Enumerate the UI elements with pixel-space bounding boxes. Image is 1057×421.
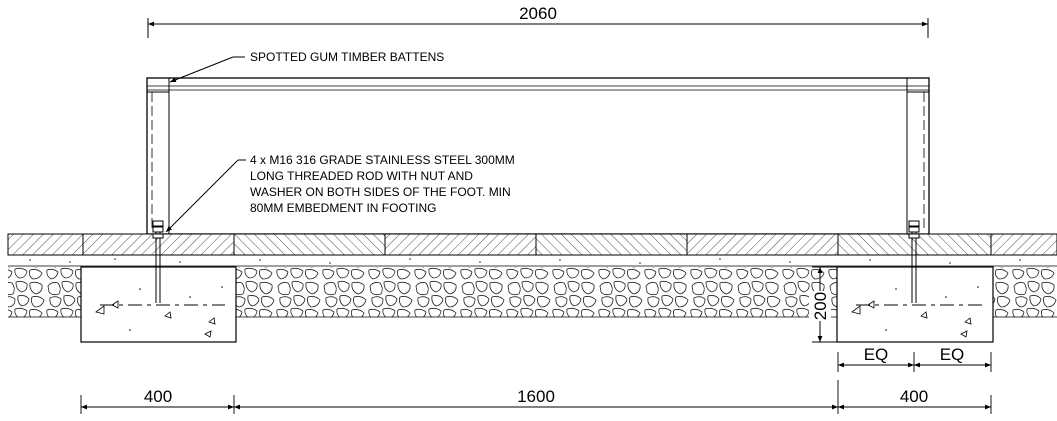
rod-note: 4 x M16 316 GRADE STAINLESS STEEL 300MM … xyxy=(165,153,515,233)
overall-dimension: 2060 xyxy=(147,4,929,38)
rod-note-line-1: 4 x M16 316 GRADE STAINLESS STEEL 300MM xyxy=(250,153,515,167)
rod-note-line-4: 80MM EMBEDMENT IN FOOTING xyxy=(250,201,436,215)
gravel-subbase xyxy=(8,267,1057,318)
battens-note-text: SPOTTED GUM TIMBER BATTENS xyxy=(250,50,444,64)
depth-dimension-label: 200 xyxy=(811,292,830,320)
rod-note-line-3: WASHER ON BOTH SIDES OF THE FOOT. MIN xyxy=(250,185,511,199)
bedding-layer xyxy=(8,258,1057,267)
threaded-rod-left xyxy=(152,220,164,303)
left-footing-dimension-label: 400 xyxy=(144,387,172,406)
equal-dimensions: EQ EQ xyxy=(837,345,992,372)
equal-right-label: EQ xyxy=(940,345,965,364)
paving-layer xyxy=(7,233,1057,256)
middle-span-dimension-label: 1600 xyxy=(517,387,555,406)
bottom-dimensions: 400 1600 400 xyxy=(80,380,992,414)
overall-dimension-label: 2060 xyxy=(519,4,557,23)
footing-left xyxy=(80,266,237,343)
battens-note: SPOTTED GUM TIMBER BATTENS xyxy=(169,50,444,83)
footing-right xyxy=(836,266,994,343)
right-footing-dimension-label: 400 xyxy=(900,387,928,406)
depth-dimension: 200 xyxy=(809,266,838,343)
equal-left-label: EQ xyxy=(864,345,889,364)
rod-note-line-2: LONG THREADED ROD WITH NUT AND xyxy=(250,169,473,183)
threaded-rod-right xyxy=(908,220,920,303)
